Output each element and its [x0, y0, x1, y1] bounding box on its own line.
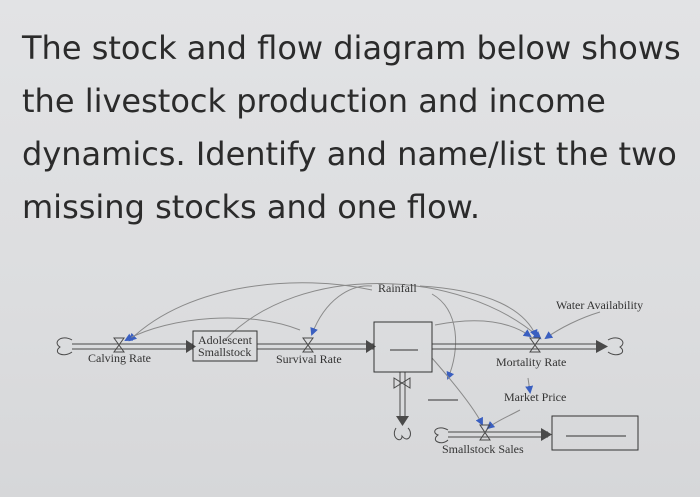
link-rainfall-stock-flow [431, 293, 457, 380]
question-line-2: the livestock production and income [22, 82, 606, 120]
link-rainfall-mortality [419, 285, 538, 338]
mortality-rate-label: Mortality Rate [496, 355, 566, 369]
smallstock-sales-label: Smallstock Sales [442, 442, 524, 456]
question-line-3: dynamics. Identify and name/list the two [22, 135, 677, 173]
valve-drop [393, 377, 411, 389]
water-availability-label: Water Availability [556, 298, 643, 312]
link-stock-calving [124, 317, 301, 341]
link-water-mortality [544, 311, 601, 340]
question-text: The stock and flow diagram below shows t… [22, 22, 682, 234]
cloud-source-left [56, 337, 73, 356]
stock-adolescent: Adolescent Smallstock [192, 330, 258, 362]
valve-survival [302, 337, 314, 353]
calving-rate-label: Calving Rate [88, 351, 151, 365]
clouds [56, 337, 624, 444]
link-rainfall-survival [310, 285, 373, 336]
adolescent-label-1: Adolescent [198, 333, 253, 347]
link-market-sales [525, 377, 534, 394]
question-line-1: The stock and flow diagram below shows [22, 29, 681, 67]
valve-calving [113, 337, 125, 353]
question-line-4: missing stocks and one flow. [22, 188, 481, 226]
flow-arrowheads [186, 340, 608, 441]
link-stock-sales [431, 357, 483, 426]
cloud-source-sales [434, 427, 449, 444]
cloud-sink-right [607, 337, 624, 356]
valves [113, 337, 541, 441]
link-price-sales [486, 409, 521, 430]
link-rainfall-calving [128, 282, 373, 342]
stock-missing-1 [373, 321, 433, 373]
info-links [124, 282, 601, 430]
adolescent-label-2: Smallstock [198, 345, 251, 359]
stock-missing-2 [551, 415, 639, 451]
cloud-sink-bottom [393, 427, 411, 441]
survival-rate-label: Survival Rate [276, 352, 342, 366]
link-adolescent-mortality [224, 283, 542, 341]
valve-sales [479, 424, 491, 441]
market-price-label: Market Price [504, 390, 566, 404]
flow-pipes [72, 343, 600, 438]
valve-mortality [529, 337, 541, 353]
link-stock-mortality [434, 320, 532, 338]
rainfall-label: Rainfall [378, 281, 417, 295]
